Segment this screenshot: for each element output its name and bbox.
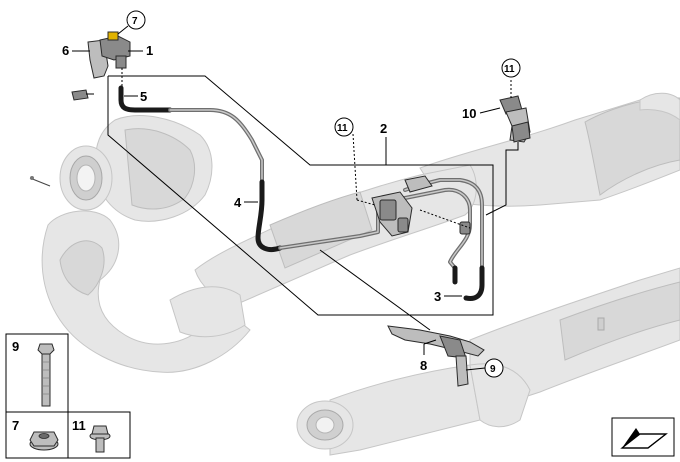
callout-9-circled: 9 (490, 364, 496, 375)
pressure-lines (118, 85, 485, 301)
callout-11-circled-right: 11 (504, 64, 515, 75)
callout-1: 1 (146, 43, 153, 58)
legend-label-7: 7 (12, 418, 19, 433)
callouts: 6 1 7 5 4 2 11 11 10 3 8 (62, 10, 521, 378)
nut-icon (29, 431, 59, 451)
callout-4: 4 (234, 195, 242, 210)
exhaust-system-background (41, 92, 680, 456)
callout-5: 5 (140, 89, 147, 104)
pressure-sensor-top (71, 31, 131, 101)
callout-3: 3 (434, 289, 441, 304)
callout-11-circled-center: 11 (337, 123, 348, 134)
callout-10: 10 (462, 106, 476, 121)
fastener-legend: 9 7 11 (5, 333, 131, 459)
orientation-arrow-icon (611, 417, 675, 457)
bracket-sensor-right (485, 80, 531, 216)
callout-2: 2 (380, 121, 387, 136)
flange-bolt-icon (89, 425, 111, 453)
legend-label-9: 9 (12, 339, 19, 354)
callout-8: 8 (420, 358, 427, 373)
exhaust-studs (29, 176, 51, 187)
callout-7-circled: 7 (132, 16, 138, 27)
callout-6: 6 (62, 43, 69, 58)
lower-bracket (387, 325, 485, 387)
legend-label-11: 11 (72, 418, 86, 433)
bolt-icon (37, 343, 55, 407)
detail-frame (107, 75, 494, 316)
